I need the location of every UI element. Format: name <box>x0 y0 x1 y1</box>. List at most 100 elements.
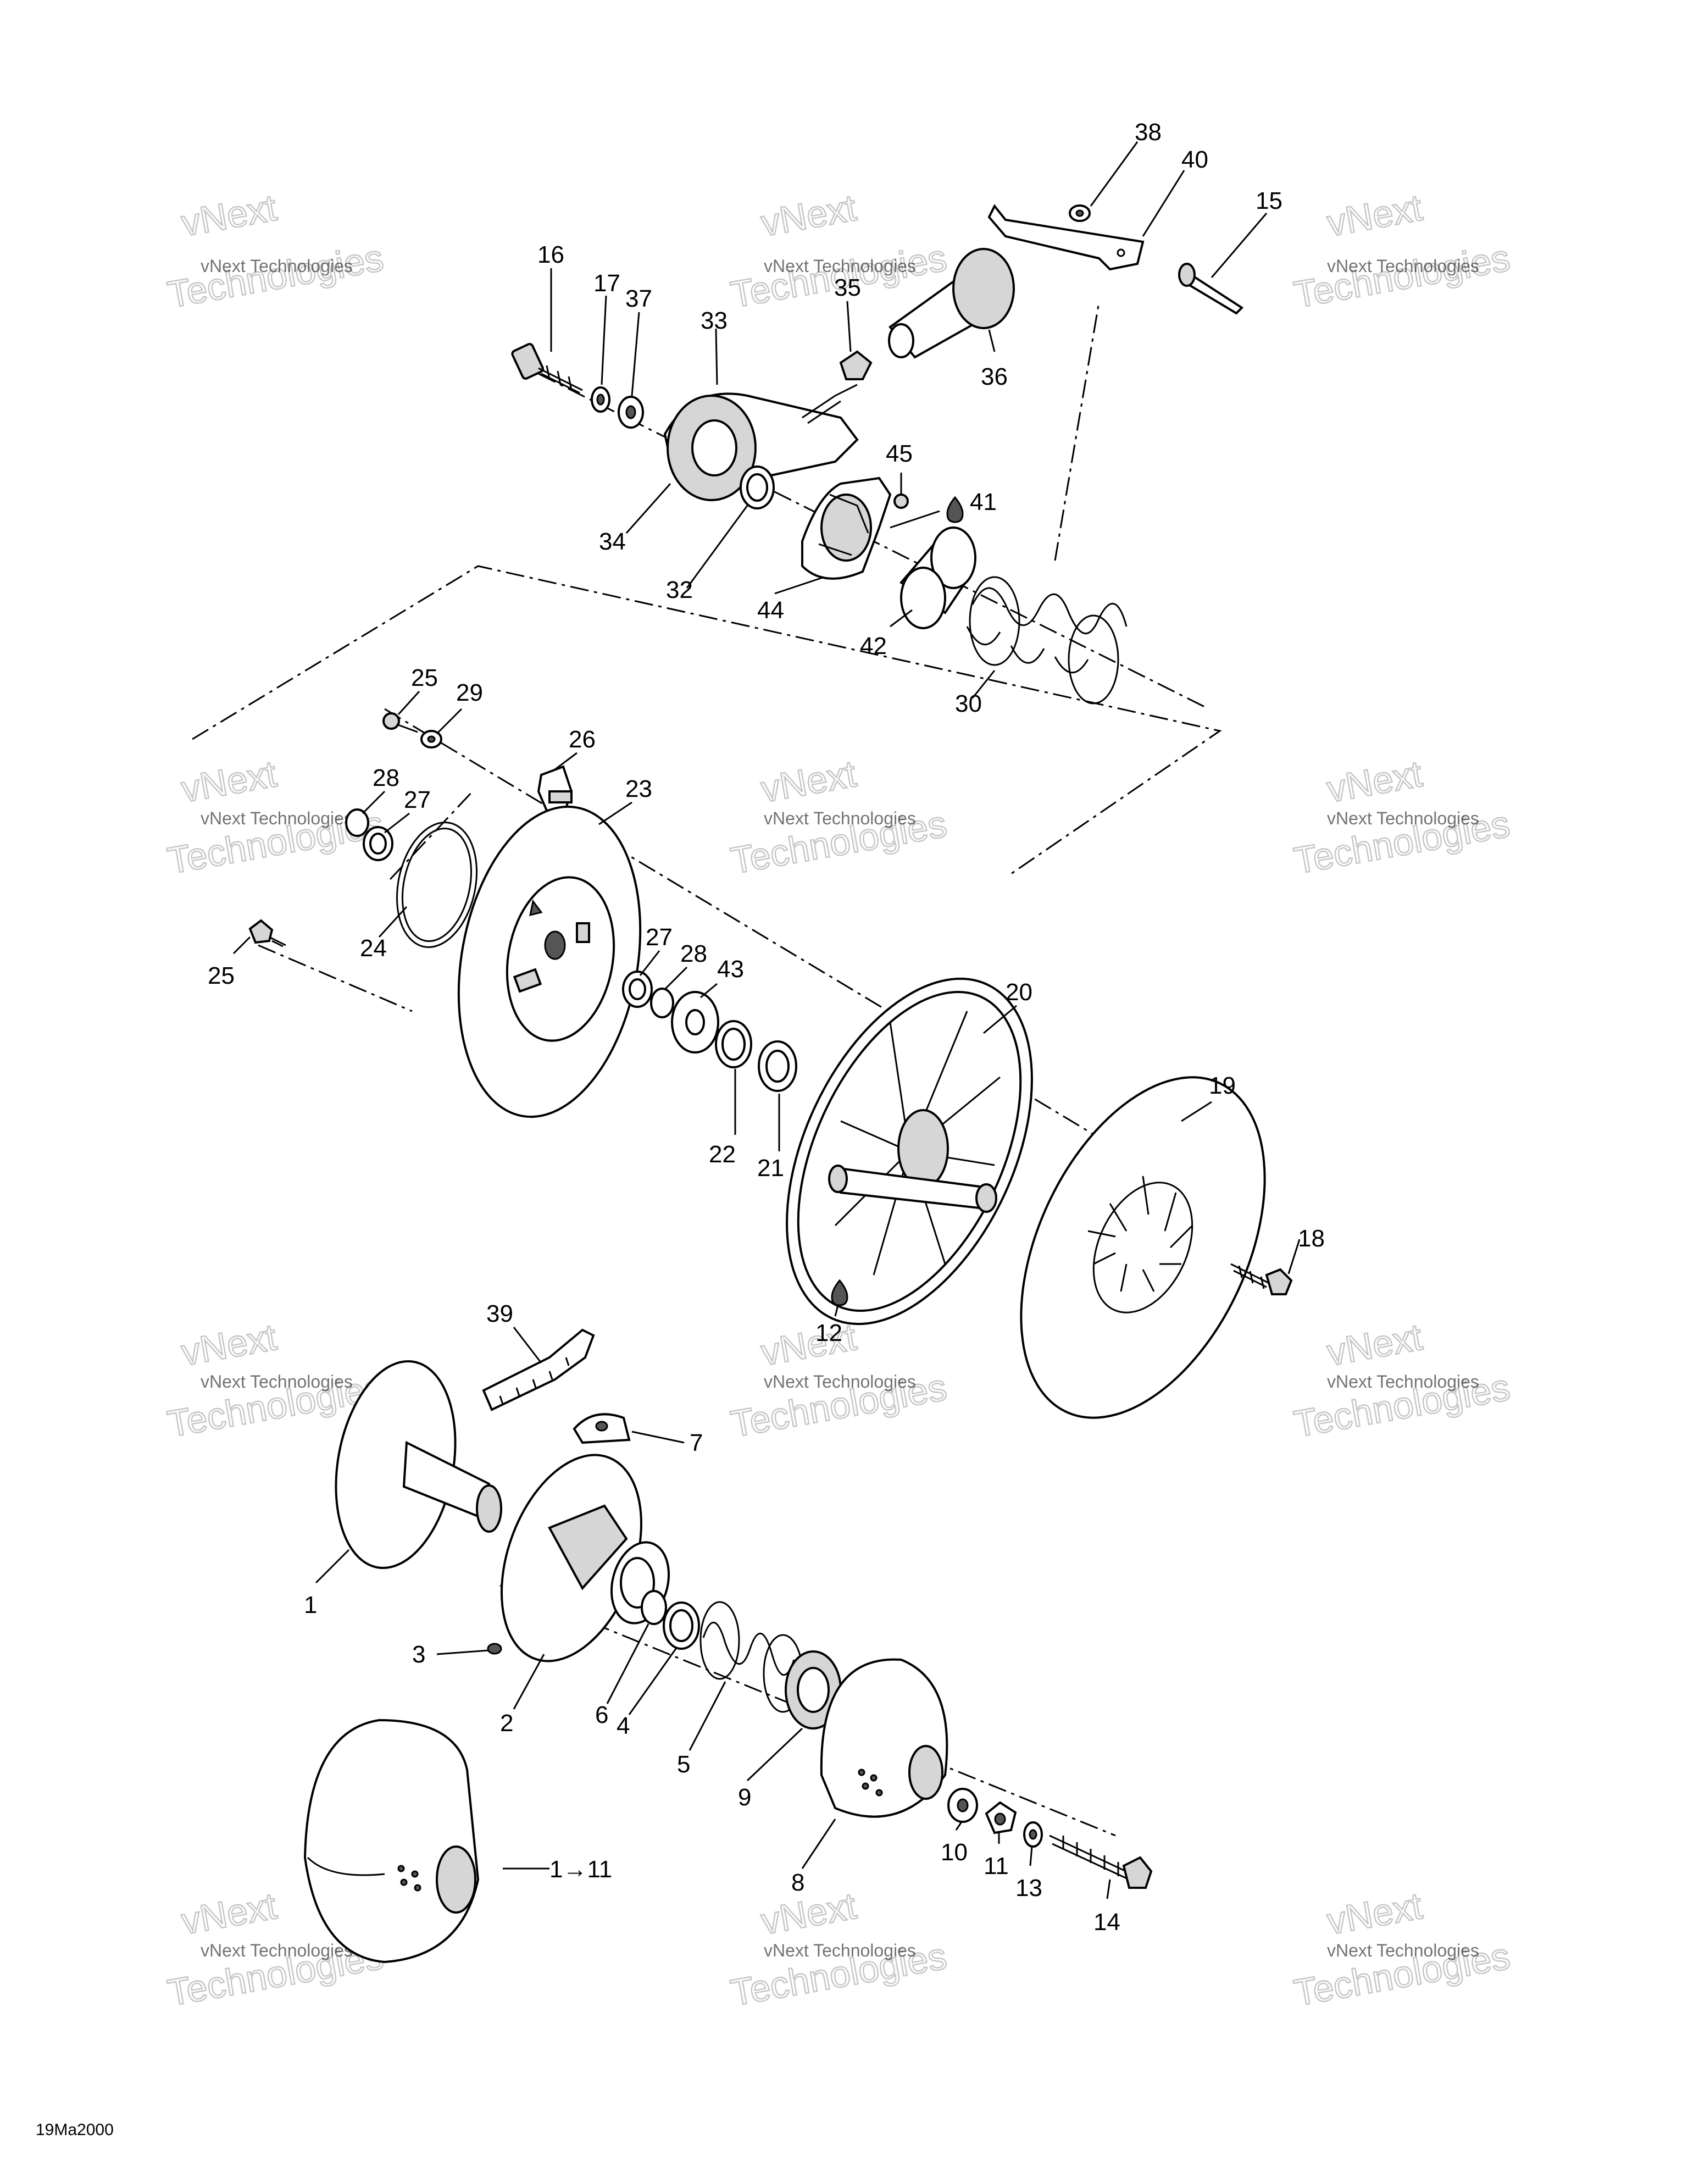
watermark: vNext Technologies vNext Technologies <box>164 186 387 317</box>
part-washer-43 <box>671 991 719 1054</box>
callout-45: 45 <box>886 440 913 467</box>
callout-13: 13 <box>1015 1875 1042 1902</box>
part-oring-24 <box>396 822 478 948</box>
watermark-text: vNext Technologies <box>764 1941 916 1960</box>
watermark-text: vNext Technologies <box>1327 1372 1479 1392</box>
callout-15: 15 <box>1256 187 1282 214</box>
watermark-text: vNext Technologies <box>764 808 916 828</box>
watermark: vNext Technologies vNext Technologies <box>1290 186 1514 317</box>
watermark-brand: vNext <box>178 1316 279 1374</box>
callout-24: 24 <box>360 935 387 962</box>
callout-10: 10 <box>941 1839 968 1866</box>
callout-19: 19 <box>1209 1072 1236 1099</box>
part-spring-30 <box>966 576 1128 705</box>
part-sheave-2 <box>501 1454 670 1662</box>
part-bushing-27-right <box>622 971 653 1008</box>
callout-18: 18 <box>1298 1225 1325 1252</box>
part-cam-44 <box>801 476 892 580</box>
part-slider-shoes-39 <box>482 1328 595 1411</box>
callout-28-right: 28 <box>680 940 707 967</box>
callout-28-left: 28 <box>373 764 399 791</box>
callout-16: 16 <box>537 241 564 268</box>
callout-25-bottom: 25 <box>208 962 235 989</box>
callout-21: 21 <box>757 1155 784 1182</box>
part-support-bracket <box>987 204 1145 271</box>
callout-22: 22 <box>709 1141 736 1168</box>
callout-29: 29 <box>456 679 483 706</box>
date-stamp: 19Ma2000 <box>36 2121 114 2139</box>
part-washer-21 <box>758 1040 797 1092</box>
callout-20: 20 <box>1006 979 1032 1006</box>
watermark-brand: vNext <box>758 1885 859 1943</box>
assembly-boundary-line <box>192 565 1222 875</box>
part-bushing-27-left <box>363 826 393 861</box>
watermark: vNext Technologies vNext Technologies <box>1290 752 1514 883</box>
callout-3: 3 <box>412 1641 425 1668</box>
leader-lines <box>232 141 1301 1899</box>
part-screw-25-top <box>382 712 418 733</box>
part-washer-4 <box>663 1601 700 1650</box>
callout-23: 23 <box>625 775 652 802</box>
callout-1: 1 <box>304 1592 317 1618</box>
part-washer-29 <box>420 730 442 749</box>
callout-30: 30 <box>955 690 982 717</box>
callout-9: 9 <box>738 1784 751 1811</box>
watermark-text: vNext Technologies <box>201 256 353 276</box>
watermark: vNext Technologies vNext Technologies <box>727 752 951 883</box>
watermark: vNext Technologies vNext Technologies <box>1290 1884 1514 2015</box>
callout-43: 43 <box>717 956 744 983</box>
callout-17: 17 <box>593 270 620 297</box>
watermark-text: vNext Technologies <box>764 1372 916 1392</box>
callout-2: 2 <box>500 1710 513 1737</box>
callouts: 38 40 15 16 17 37 33 35 36 45 41 34 32 4… <box>208 119 1325 1936</box>
part-washer-13 <box>1023 1821 1043 1848</box>
part-grease-12 <box>831 1279 848 1306</box>
callout-12: 12 <box>815 1320 842 1346</box>
callout-5: 5 <box>677 1751 690 1778</box>
part-bolt-25-bottom <box>248 919 286 947</box>
watermark-brand: vNext <box>178 187 279 245</box>
part-sheave-23 <box>457 805 642 1118</box>
part-assembly-1-to-11 <box>303 1719 480 1964</box>
callout-25-top: 25 <box>411 664 438 691</box>
part-cover-8 <box>820 1658 948 1818</box>
callout-34: 34 <box>599 528 626 555</box>
part-cam-arm-33 <box>663 384 859 501</box>
callout-41: 41 <box>970 489 997 515</box>
watermark-brand: vNext <box>1324 187 1425 245</box>
watermark-brand-sub: Technologies <box>164 237 386 316</box>
watermark-brand: vNext <box>1324 1885 1425 1943</box>
watermark-brand: vNext <box>758 753 859 811</box>
watermark-text: vNext Technologies <box>201 1372 353 1392</box>
part-bushing-9 <box>785 1650 842 1730</box>
callout-27-right: 27 <box>646 924 673 951</box>
part-sheave-20 <box>786 977 1033 1326</box>
watermark-text: vNext Technologies <box>1327 256 1479 276</box>
part-screw-3 <box>487 1643 502 1655</box>
part-shaft-36 <box>888 248 1015 359</box>
watermark-brand: vNext <box>758 187 859 245</box>
callout-38: 38 <box>1135 119 1162 146</box>
part-ring-28-right <box>650 988 674 1018</box>
callout-40: 40 <box>1181 146 1208 173</box>
watermark-text: vNext Technologies <box>1327 808 1479 828</box>
callout-33: 33 <box>701 307 728 334</box>
watermark-brand: vNext <box>1324 753 1425 811</box>
callout-11: 11 <box>984 1853 1009 1880</box>
watermark-brand: vNext <box>178 753 279 811</box>
watermark-text: vNext Technologies <box>201 808 353 828</box>
part-bolt-16 <box>511 343 583 394</box>
part-washer-38 <box>1069 204 1091 222</box>
callout-44: 44 <box>757 597 784 624</box>
callout-36: 36 <box>981 363 1008 390</box>
part-nut-35 <box>839 350 873 380</box>
watermark-brand: vNext <box>758 1316 859 1374</box>
part-ring-32 <box>740 465 775 509</box>
part-washer-10 <box>947 1788 978 1823</box>
part-bolt-18 <box>1230 1263 1293 1295</box>
callout-1-to-11: 1→11 <box>549 1856 612 1883</box>
callout-42: 42 <box>860 633 887 659</box>
part-nut-11 <box>985 1801 1017 1834</box>
callout-4: 4 <box>617 1712 630 1739</box>
